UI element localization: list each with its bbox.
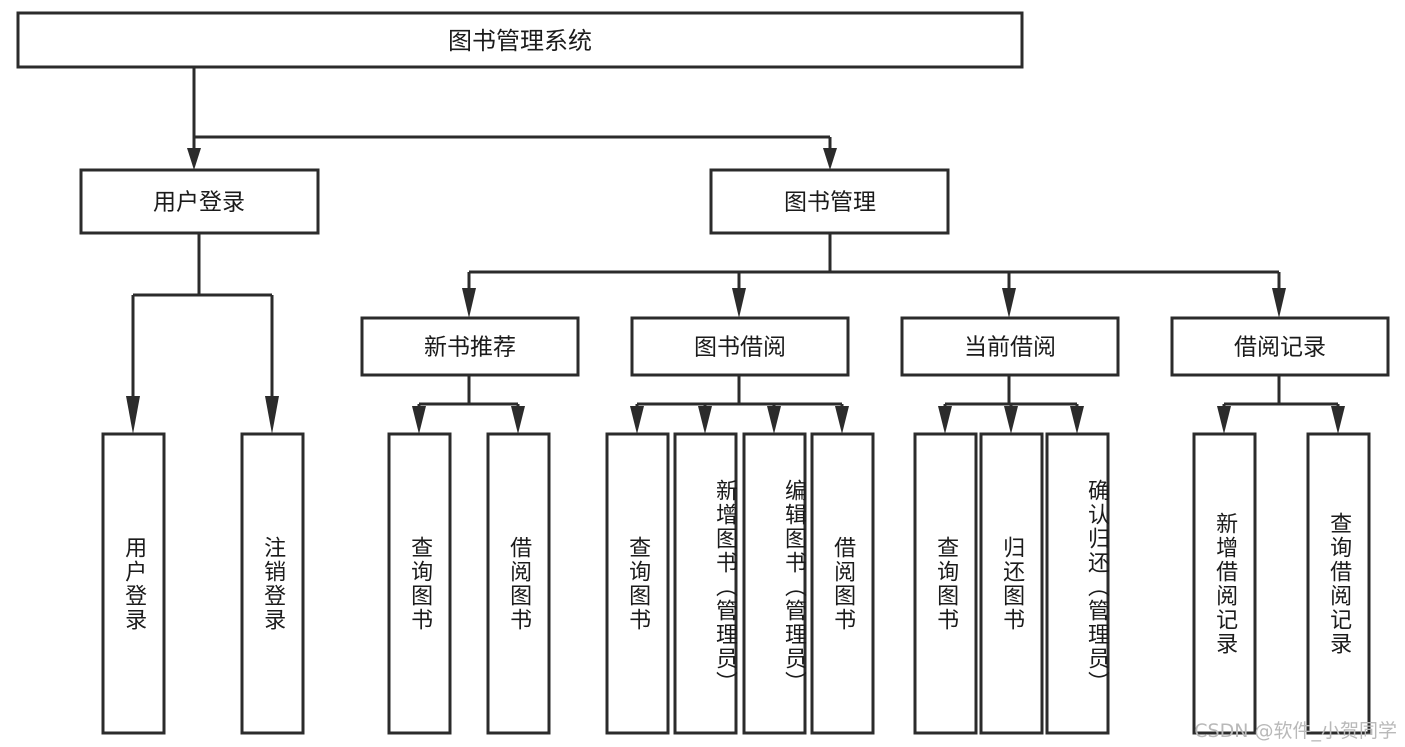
csdn-watermark: CSDN @软件_小贺同学 bbox=[1194, 720, 1397, 742]
node-book-management-label: 图书管理 bbox=[784, 190, 876, 216]
arrow-leaf-user-login bbox=[126, 396, 140, 434]
node-leaf-add-book-box[interactable] bbox=[673, 432, 738, 735]
node-book-management[interactable]: 图书管理 bbox=[709, 168, 950, 235]
node-leaf-borrow-book-1-box[interactable] bbox=[486, 432, 551, 735]
node-user-login-label: 用户登录 bbox=[153, 190, 245, 216]
node-leaf-user-login-box[interactable] bbox=[101, 432, 166, 735]
arrow-leaf-add-borrow-record bbox=[1217, 406, 1231, 434]
arrow-leaf-query-book-2 bbox=[630, 406, 644, 434]
node-new-book-recommend-box[interactable] bbox=[360, 316, 580, 377]
node-book-borrow[interactable]: 图书借阅 bbox=[630, 316, 850, 377]
node-book-management-box[interactable] bbox=[709, 168, 950, 235]
node-root[interactable]: 图书管理系统 bbox=[16, 11, 1024, 69]
arrow-leaf-borrow-book-2 bbox=[835, 406, 849, 434]
leaf-box-layer bbox=[101, 432, 1371, 735]
node-user-login[interactable]: 用户登录 bbox=[79, 168, 320, 235]
node-leaf-query-borrow-record-box[interactable] bbox=[1306, 432, 1371, 735]
arrow-book-management bbox=[823, 148, 837, 170]
arrow-leaf-edit-book bbox=[767, 406, 781, 434]
arrow-new-book-recommend bbox=[462, 288, 476, 318]
node-leaf-query-book-2-box[interactable] bbox=[605, 432, 670, 735]
node-leaf-query-book-3-box[interactable] bbox=[913, 432, 978, 735]
node-book-borrow-box[interactable] bbox=[630, 316, 850, 377]
node-root-box[interactable] bbox=[16, 11, 1024, 69]
node-leaf-confirm-return-box[interactable] bbox=[1045, 432, 1110, 735]
node-borrow-record-label: 借阅记录 bbox=[1234, 335, 1326, 361]
node-user-login-box[interactable] bbox=[79, 168, 320, 235]
arrow-book-borrow bbox=[732, 288, 746, 318]
node-leaf-borrow-book-2-box[interactable] bbox=[810, 432, 875, 735]
node-borrow-record-box[interactable] bbox=[1170, 316, 1390, 377]
node-borrow-record[interactable]: 借阅记录 bbox=[1170, 316, 1390, 377]
node-current-borrow[interactable]: 当前借阅 bbox=[900, 316, 1120, 377]
arrow-leaf-return-book bbox=[1004, 406, 1018, 434]
node-leaf-logout-login-box[interactable] bbox=[240, 432, 305, 735]
node-new-book-recommend-label: 新书推荐 bbox=[424, 335, 516, 361]
arrow-user-login bbox=[187, 148, 201, 170]
node-current-borrow-box[interactable] bbox=[900, 316, 1120, 377]
arrow-current-borrow bbox=[1002, 288, 1016, 318]
node-book-borrow-label: 图书借阅 bbox=[694, 335, 786, 361]
arrow-leaf-logout-login bbox=[265, 396, 279, 434]
node-root-label: 图书管理系统 bbox=[448, 27, 592, 55]
node-leaf-return-book-box[interactable] bbox=[979, 432, 1044, 735]
node-leaf-query-book-1-box[interactable] bbox=[387, 432, 452, 735]
node-current-borrow-label: 当前借阅 bbox=[964, 335, 1056, 361]
connector-layer bbox=[126, 67, 1345, 434]
arrow-leaf-query-borrow-record bbox=[1331, 406, 1345, 434]
arrow-leaf-query-book-3 bbox=[938, 406, 952, 434]
arrow-borrow-record bbox=[1272, 288, 1286, 318]
arrow-leaf-add-book bbox=[698, 406, 712, 434]
arrow-leaf-confirm-return bbox=[1070, 406, 1084, 434]
arrow-leaf-query-book-1 bbox=[412, 406, 426, 434]
node-leaf-edit-book-box[interactable] bbox=[742, 432, 807, 735]
arrow-leaf-borrow-book-1 bbox=[511, 406, 525, 434]
node-leaf-add-borrow-record-box[interactable] bbox=[1192, 432, 1257, 735]
node-new-book-recommend[interactable]: 新书推荐 bbox=[360, 316, 580, 377]
